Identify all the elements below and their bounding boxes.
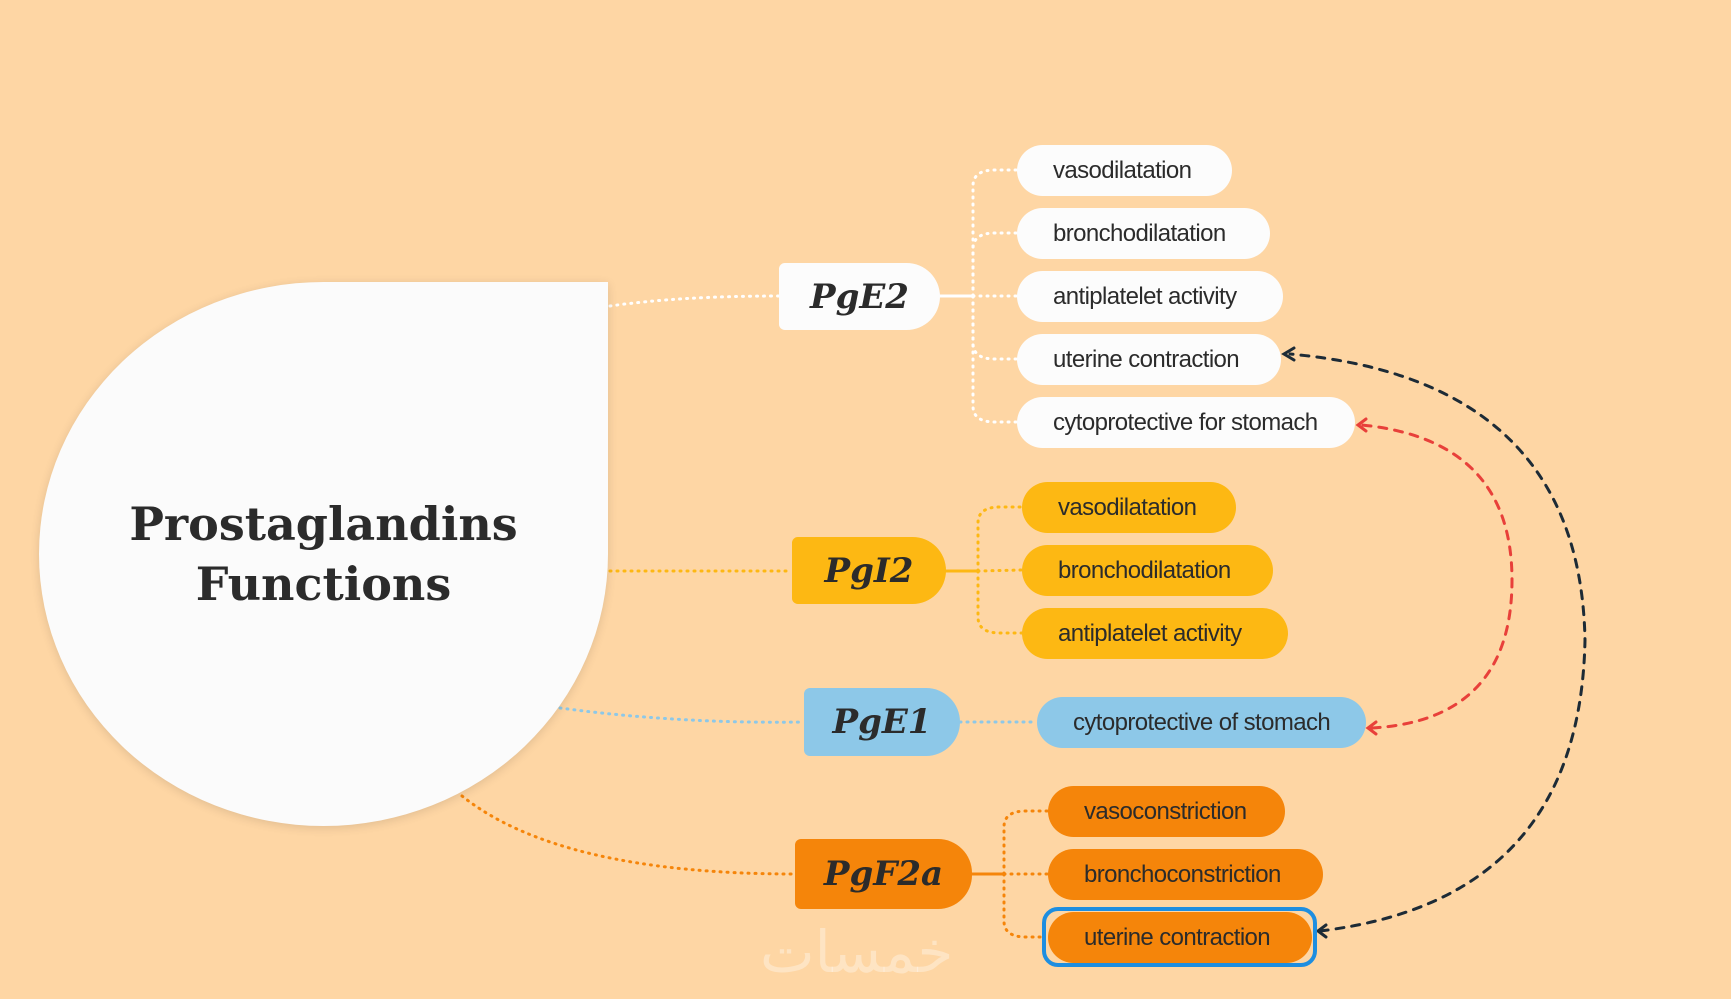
pge2-leaf-vasodilatation[interactable]: vasodilatation xyxy=(1017,145,1232,196)
node-pge1[interactable]: PgE1 xyxy=(804,688,960,756)
pge2-leaf-cytoprotective[interactable]: cytoprotective for stomach xyxy=(1017,397,1355,448)
node-pge2[interactable]: PgE2 xyxy=(779,263,940,330)
pgi2-leaf-bronchodilatation[interactable]: bronchodilatation xyxy=(1022,545,1273,596)
connector-center-pge2 xyxy=(608,294,781,308)
pgi2-leaf-vasodilatation[interactable]: vasodilatation xyxy=(1022,482,1236,533)
dashed-arrow-cytoprotective-link xyxy=(1360,423,1514,730)
pge2-leaf-bronchodilatation[interactable]: bronchodilatation xyxy=(1017,208,1270,259)
connector-center-pge1 xyxy=(558,706,806,724)
pgf2a-leaf-vasoconstriction[interactable]: vasoconstriction xyxy=(1048,786,1285,837)
watermark-logo: خمسات xyxy=(760,918,954,986)
pge2-branch-lines xyxy=(938,168,1019,424)
node-pgi2[interactable]: PgI2 xyxy=(792,537,946,604)
dashed-arrow-uterine-link xyxy=(1288,352,1587,933)
central-topic[interactable]: Prostaglandins Functions xyxy=(39,282,608,826)
selection-outline xyxy=(1042,907,1317,967)
arrowhead-icon xyxy=(1365,720,1378,736)
pge2-leaf-antiplatelet[interactable]: antiplatelet activity xyxy=(1017,271,1283,322)
arrowhead-icon xyxy=(1281,346,1296,362)
arrowhead-icon xyxy=(1315,923,1328,939)
arrowhead-icon xyxy=(1355,417,1368,433)
central-topic-title: Prostaglandins Functions xyxy=(129,497,518,611)
pgf2a-branch-lines xyxy=(970,809,1050,939)
pgf2a-leaf-uterine-contraction[interactable]: uterine contraction xyxy=(1048,912,1312,963)
pgi2-leaf-antiplatelet[interactable]: antiplatelet activity xyxy=(1022,608,1288,659)
connector-center-pgf2a xyxy=(460,794,797,876)
node-pgf2a[interactable]: PgF2a xyxy=(795,839,972,909)
pge2-leaf-uterine-contraction[interactable]: uterine contraction xyxy=(1017,334,1281,385)
pge1-leaf-cytoprotective[interactable]: cytoprotective of stomach xyxy=(1037,697,1366,748)
pgi2-branch-lines xyxy=(944,505,1024,635)
pgf2a-leaf-bronchoconstriction[interactable]: bronchoconstriction xyxy=(1048,849,1323,900)
